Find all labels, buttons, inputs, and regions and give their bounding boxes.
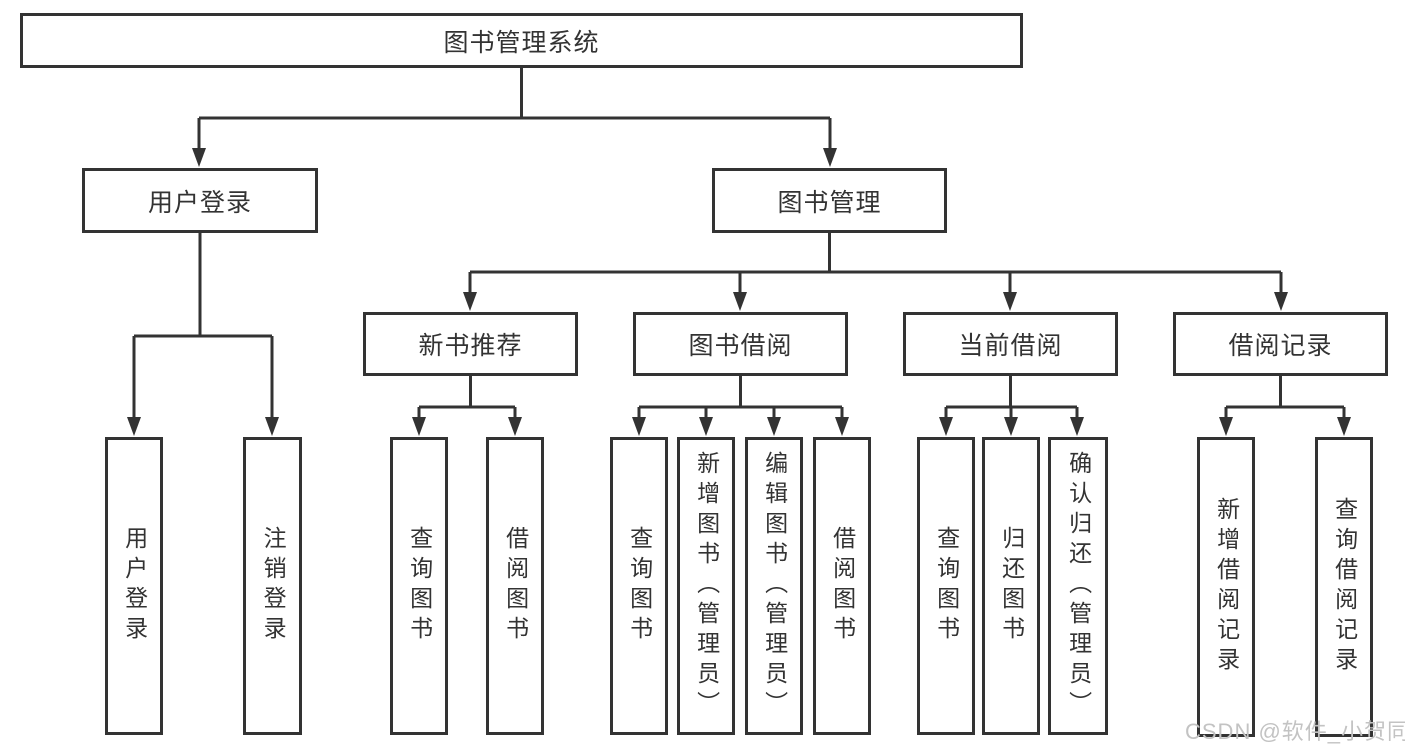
node-label: 查询借阅记录 [1331, 497, 1358, 677]
connector-book-management-group [468, 231, 1283, 294]
arrow-down-icon [1219, 417, 1233, 436]
arrow-down-icon [823, 148, 837, 167]
arrow-down-icon [1003, 292, 1017, 311]
leaf-user-login: 用户登录 [105, 437, 163, 735]
node-label: 注销登录 [260, 526, 287, 646]
node-label: 查询图书 [933, 526, 960, 646]
watermark-text: CSDN @软件_小贺同学 [1185, 719, 1405, 744]
node-label: 编辑图书（管理员） [761, 451, 788, 721]
arrow-down-icon [699, 417, 713, 436]
node-new-book-recommend: 新书推荐 [363, 312, 578, 376]
node-label: 图书管理系统 [443, 28, 600, 57]
node-label: 新增借阅记录 [1213, 497, 1240, 677]
arrowheads-book-management-group [463, 292, 1288, 311]
arrow-down-icon [265, 417, 279, 436]
node-label: 新增图书（管理员） [693, 451, 720, 721]
connector-current-borrow-group [944, 375, 1079, 419]
node-label: 新书推荐 [418, 332, 523, 360]
node-label: 用户登录 [121, 526, 148, 646]
leaf-edit-book-admin: 编辑图书（管理员） [745, 437, 803, 735]
leaf-borrow-books-recommend: 借阅图书 [486, 437, 544, 735]
leaf-borrow-books: 借阅图书 [813, 437, 871, 735]
leaf-query-borrow-record: 查询借阅记录 [1315, 437, 1373, 737]
arrow-down-icon [767, 417, 781, 436]
arrowheads-book-borrow-group [632, 417, 849, 436]
leaf-return-books: 归还图书 [982, 437, 1040, 735]
arrow-down-icon [1274, 292, 1288, 311]
node-label: 查询图书 [406, 526, 433, 646]
arrowheads-new-book-group [412, 417, 522, 436]
arrow-down-icon [127, 417, 141, 436]
leaf-confirm-return-admin: 确认归还（管理员） [1048, 437, 1108, 735]
leaf-add-book-admin: 新增图书（管理员） [677, 437, 735, 735]
node-library-system: 图书管理系统 [20, 13, 1023, 68]
connector-new-book-group [417, 375, 517, 419]
node-book-management: 图书管理 [712, 168, 947, 233]
arrowheads-user-login-group [127, 417, 279, 436]
connector-borrow-record-group [1224, 375, 1346, 419]
node-borrow-records: 借阅记录 [1173, 312, 1388, 376]
node-user-login: 用户登录 [82, 168, 318, 233]
node-label: 归还图书 [998, 526, 1025, 646]
node-book-borrowing: 图书借阅 [633, 312, 848, 376]
arrow-down-icon [632, 417, 646, 436]
node-label: 借阅记录 [1228, 332, 1333, 360]
connector-book-borrow-group [637, 375, 844, 419]
node-label: 确认归还（管理员） [1065, 451, 1092, 721]
node-label: 图书借阅 [688, 332, 793, 360]
arrow-down-icon [412, 417, 426, 436]
node-label: 用户登录 [147, 188, 252, 217]
node-label: 借阅图书 [502, 526, 529, 646]
arrow-down-icon [939, 417, 953, 436]
node-label: 借阅图书 [829, 526, 856, 646]
arrow-down-icon [1004, 417, 1018, 436]
arrow-down-icon [733, 292, 747, 311]
connector-user-login-group [132, 231, 274, 419]
leaf-query-books-current: 查询图书 [917, 437, 975, 735]
leaf-query-books-recommend: 查询图书 [390, 437, 448, 735]
arrow-down-icon [1337, 417, 1351, 436]
arrow-down-icon [835, 417, 849, 436]
arrowheads-current-borrow-group [939, 417, 1084, 436]
node-label: 图书管理 [777, 188, 882, 217]
node-current-borrowing: 当前借阅 [903, 312, 1118, 376]
node-label: 查询图书 [626, 526, 653, 646]
node-label: 当前借阅 [958, 332, 1063, 360]
arrow-down-icon [1070, 417, 1084, 436]
arrowheads-borrow-record-group [1219, 417, 1351, 436]
arrow-down-icon [463, 292, 477, 311]
arrow-down-icon [508, 417, 522, 436]
leaf-add-borrow-record: 新增借阅记录 [1197, 437, 1255, 737]
leaf-logout: 注销登录 [243, 437, 302, 735]
arrowheads-level2 [192, 148, 837, 167]
connector-root-to-level2 [197, 66, 832, 150]
leaf-query-books-borrow: 查询图书 [610, 437, 668, 735]
arrow-down-icon [192, 148, 206, 167]
